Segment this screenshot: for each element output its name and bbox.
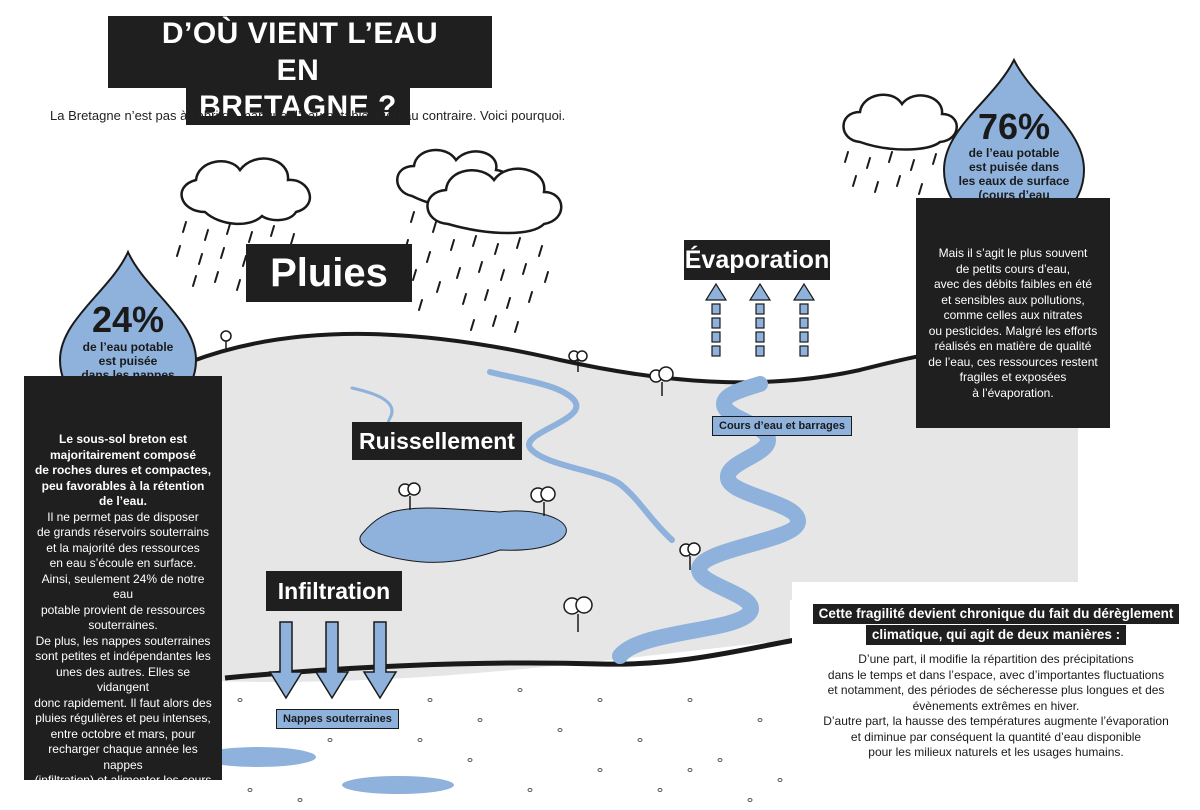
tree-2 bbox=[568, 350, 588, 372]
panel-left-intro-line: majoritairement composé bbox=[49, 447, 197, 462]
climate-heading-line: Cette fragilité devient chronique du fai… bbox=[812, 604, 1180, 624]
drop-left-line: est puisée bbox=[98, 354, 158, 368]
panel-left-line: en eau s’écoule en surface. bbox=[49, 556, 197, 570]
panel-left-intro-line: Le sous-sol breton est bbox=[58, 432, 188, 446]
panel-right-line: ou pesticides. Malgré les efforts bbox=[928, 323, 1098, 338]
climate-line: D’autre part, la hausse des températures… bbox=[823, 714, 1169, 728]
label-nappes: Nappes souterraines bbox=[276, 709, 399, 729]
underground-pebbles bbox=[237, 688, 783, 802]
panel-right-line: Mais il s’agit le plus souvent bbox=[938, 246, 1088, 260]
groundwater-pool-2 bbox=[342, 776, 454, 794]
panel-left-line: De plus, les nappes souterraines bbox=[35, 633, 211, 648]
panel-left-line: unes des autres. Elles se vidangent bbox=[55, 664, 191, 695]
panel-right-line: et sensibles aux pollutions, bbox=[941, 292, 1085, 307]
panel-right-line: avec des débits faibles en été bbox=[933, 277, 1093, 291]
drop-right-line: de l’eau potable bbox=[968, 146, 1060, 160]
drop-right-line: les eaux de surface bbox=[958, 174, 1070, 188]
climate-line: et notamment, des périodes de sécheresse… bbox=[827, 683, 1165, 697]
climate-heading-line: climatique, qui agit de deux manières : bbox=[865, 625, 1127, 645]
tree-6 bbox=[679, 542, 701, 570]
tree-3 bbox=[649, 366, 674, 396]
label-infiltration: Infiltration bbox=[266, 571, 402, 611]
panel-right-line: de petits cours d’eau, bbox=[955, 261, 1071, 276]
panel-left-line: Il ne permet pas de disposer bbox=[47, 509, 199, 524]
panel-left-line: de grands réservoirs souterrains bbox=[36, 525, 210, 539]
panel-left-line: entre octobre et mars, pour bbox=[50, 726, 196, 741]
drop-left-line: de l’eau potable bbox=[82, 340, 174, 354]
cloud-center-front bbox=[426, 167, 563, 235]
groundwater-pool-1 bbox=[200, 747, 316, 767]
panel-left-line: potable provient de ressources bbox=[40, 602, 206, 617]
climate-heading-row: Cette fragilité devient chronique du fai… bbox=[792, 604, 1200, 625]
climate-line: pour les milieux naturels et les usages … bbox=[868, 745, 1124, 759]
panel-left-line: et la majorité des ressources bbox=[46, 540, 200, 555]
panel-right-line: de l’eau, ces ressources restent bbox=[928, 354, 1098, 369]
label-evaporation: Évaporation bbox=[684, 240, 830, 280]
climate-box: Cette fragilité devient chronique du fai… bbox=[792, 582, 1200, 810]
panel-left-intro-line: peu favorables à la rétention bbox=[41, 478, 205, 493]
climate-heading-row: climatique, qui agit de deux manières : bbox=[792, 625, 1200, 646]
cloud-right bbox=[842, 93, 958, 151]
horizon-line bbox=[189, 331, 961, 385]
drop-right-line: est puisée dans bbox=[968, 160, 1060, 174]
panel-left-line: (infiltration) et alimenter les cours bbox=[34, 773, 212, 787]
climate-heading: Cette fragilité devient chronique du fai… bbox=[792, 604, 1200, 646]
evaporation-arrows bbox=[704, 282, 816, 357]
climate-line: évènements extrêmes en hiver. bbox=[912, 698, 1080, 713]
tree-7 bbox=[563, 596, 593, 632]
panel-right-line: fragiles et exposées bbox=[959, 370, 1067, 384]
tree-4 bbox=[398, 482, 421, 510]
rain-right bbox=[844, 151, 937, 195]
panel-left-line: donc rapidement. Il faut alors des bbox=[34, 695, 212, 710]
climate-body: D’une part, il modifie la répartition de… bbox=[792, 652, 1200, 761]
panel-right-line: à l’évaporation. bbox=[972, 385, 1054, 400]
label-ruissellement: Ruissellement bbox=[352, 422, 522, 460]
climate-line: et diminue par conséquent la quantité d’… bbox=[850, 729, 1142, 744]
label-pluies: Pluies bbox=[246, 244, 412, 302]
title-line-2: EN BRETAGNE ? bbox=[186, 53, 410, 125]
panel-left-line: d’eau (ruissellement). bbox=[65, 788, 181, 803]
panel-left-intro-line: de l’eau. bbox=[98, 494, 148, 508]
river-branch bbox=[487, 369, 675, 543]
lake bbox=[359, 507, 567, 563]
cloud-left bbox=[180, 157, 312, 226]
tree-1 bbox=[220, 330, 232, 350]
drop-left-percent: 24% bbox=[91, 299, 165, 340]
underground-boundary bbox=[224, 637, 796, 681]
panel-left-line: recharger chaque année les nappes bbox=[48, 742, 198, 772]
panel-right-line: comme celles aux nitrates bbox=[943, 308, 1083, 322]
tree-5 bbox=[530, 486, 556, 516]
drop-right-percent: 76% bbox=[977, 106, 1051, 147]
panel-left-line: sont petites et indépendantes les bbox=[35, 649, 211, 663]
panel-left-line: souterraines. bbox=[88, 618, 158, 632]
panel-right-line: réalisés en matière de qualité bbox=[934, 339, 1092, 353]
label-cours-eau: Cours d’eau et barrages bbox=[712, 416, 852, 436]
climate-line: D’une part, il modifie la répartition de… bbox=[858, 652, 1134, 666]
panel-left-line: pluies régulières et peu intenses, bbox=[35, 711, 211, 725]
panel-left-line: Ainsi, seulement 24% de notre eau bbox=[41, 571, 205, 602]
subtitle: La Bretagne n’est pas à l’abri du manque… bbox=[50, 108, 566, 123]
panel-left-intro-line: de roches dures et compactes, bbox=[34, 463, 212, 477]
infiltration-arrows bbox=[268, 621, 398, 700]
climate-line: dans le temps et dans l’espace, avec d’i… bbox=[827, 667, 1165, 682]
